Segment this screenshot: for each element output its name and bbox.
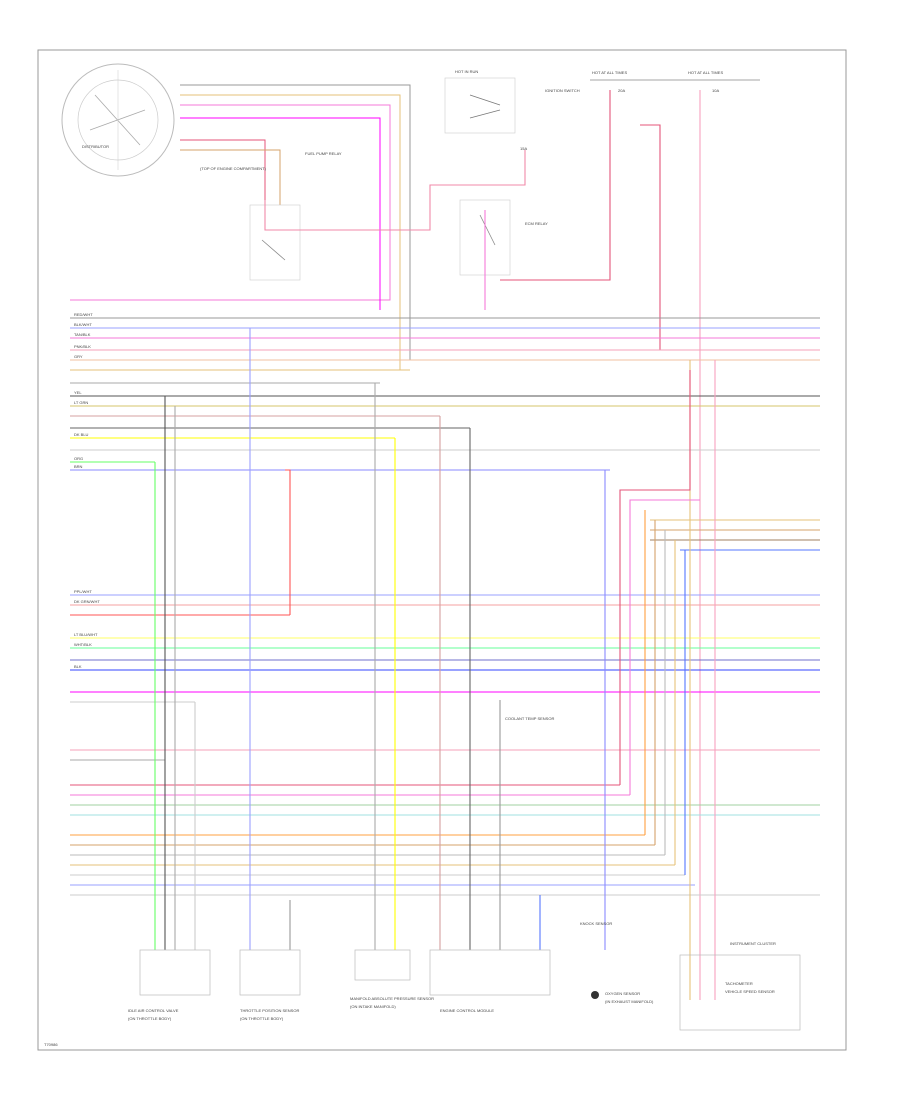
- wire-color-label: PPL/WHT: [74, 589, 92, 594]
- distributor-label: DISTRIBUTOR: [82, 144, 109, 149]
- hot-in-run-label: HOT IN RUN: [455, 69, 478, 74]
- ecm-relay-label: ECM RELAY: [525, 221, 548, 226]
- tps-note: (ON THROTTLE BODY): [240, 1016, 284, 1021]
- hot-at-all-times-1: HOT AT ALL TIMES: [592, 70, 627, 75]
- fuel-pump-relay-label: FUEL PUMP RELAY: [305, 151, 342, 156]
- wire-color-label: DK BLU: [74, 432, 89, 437]
- vertical-wires: [154, 328, 716, 1000]
- map-note: (ON INTAKE MANIFOLD): [350, 1004, 396, 1009]
- fuel-pump-relay: FUEL PUMP RELAY (TOP OF ENGINE COMPARTME…: [200, 151, 342, 281]
- wire-color-label: DK GRN/WHT: [74, 599, 100, 604]
- iac-note: (ON THROTTLE BODY): [128, 1016, 172, 1021]
- footer-code: T70986: [44, 1042, 58, 1047]
- fuse-10a: 10A: [712, 88, 719, 93]
- oxygen-sensor-label: OXYGEN SENSOR: [605, 991, 640, 996]
- fuse-block: HOT AT ALL TIMES HOT AT ALL TIMES 20A 10…: [520, 70, 760, 151]
- wire-color-label: LT BLU/WHT: [74, 632, 98, 637]
- hot-at-all-times-2: HOT AT ALL TIMES: [688, 70, 723, 75]
- wire-color-label: RED/WHT: [74, 312, 93, 317]
- idle-air-control-label: IDLE AIR CONTROL VALVE: [128, 1008, 179, 1013]
- oxygen-sensor-note: (IN EXHAUST MANIFOLD): [605, 999, 654, 1004]
- ignition-switch-label: IGNITION SWITCH: [545, 88, 580, 93]
- tachometer-label: TACHOMETER: [725, 981, 753, 986]
- speed-sensor-label: VEHICLE SPEED SENSOR: [725, 989, 775, 994]
- wire-color-label: PNK/BLK: [74, 344, 91, 349]
- instrument-cluster-label: INSTRUMENT CLUSTER: [730, 941, 776, 946]
- tps-label: THROTTLE POSITION SENSOR: [240, 1008, 299, 1013]
- bottom-components: IDLE AIR CONTROL VALVE (ON THROTTLE BODY…: [128, 716, 801, 1031]
- distributor: DISTRIBUTOR: [61, 63, 175, 177]
- wire-color-label: ORG: [74, 456, 83, 461]
- wire-color-label: YEL: [74, 390, 82, 395]
- wire-color-label: LT GRN: [74, 400, 88, 405]
- power-wires: [264, 90, 701, 1000]
- ignition-switch: HOT IN RUN IGNITION SWITCH: [444, 69, 580, 134]
- wire-color-label: TAN/BLK: [74, 332, 91, 337]
- knock-sensor-label: KNOCK SENSOR: [580, 921, 612, 926]
- wire-color-label: BLK/WHT: [74, 322, 92, 327]
- wire-color-label: BLK: [74, 664, 82, 669]
- wire-color-label: GRY: [74, 354, 83, 359]
- fuel-pump-relay-note: (TOP OF ENGINE COMPARTMENT): [200, 166, 267, 171]
- wire-color-label: BRN: [74, 464, 83, 469]
- pcm-label: ENGINE CONTROL MODULE: [440, 1008, 494, 1013]
- fuse-20a: 20A: [618, 88, 625, 93]
- distributor-leads: [70, 84, 411, 370]
- wire-color-label: WHT/BLK: [74, 642, 92, 647]
- fuse-15a: 15A: [520, 146, 527, 151]
- harness-lines: [70, 317, 820, 896]
- coolant-temp-label: COOLANT TEMP SENSOR: [505, 716, 554, 721]
- map-sensor-label: MANIFOLD ABSOLUTE PRESSURE SENSOR: [350, 996, 434, 1001]
